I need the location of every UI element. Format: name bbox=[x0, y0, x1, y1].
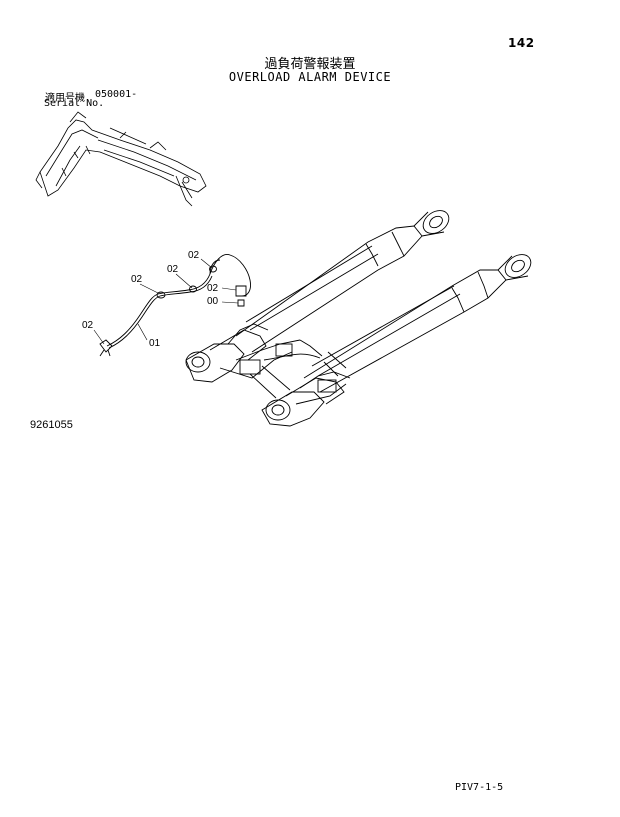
serial-label: Serial No. bbox=[44, 98, 105, 109]
callout-label: 00 bbox=[207, 296, 219, 307]
callout-label: 02 bbox=[188, 250, 200, 261]
machine-thumbnail bbox=[35, 111, 207, 207]
serial-label-japanese: 適用号機 bbox=[45, 93, 85, 104]
serial-number: 050001- bbox=[95, 89, 138, 100]
callout-label: 02 bbox=[131, 274, 143, 285]
callout-label: 02 bbox=[207, 283, 219, 294]
footer-code: PIV7-1-5 bbox=[455, 782, 504, 793]
page-title: OVERLOAD ALARM DEVICE bbox=[228, 70, 392, 84]
callout-label: 02 bbox=[82, 320, 94, 331]
wire-harness bbox=[99, 254, 251, 357]
figure-number: 9261055 bbox=[30, 419, 73, 431]
page-title-japanese: 過負荷警報装置 bbox=[264, 57, 356, 72]
callout-label: 02 bbox=[167, 264, 179, 275]
leader-lines bbox=[93, 258, 239, 345]
page-number: 142 bbox=[508, 36, 535, 50]
boom-cylinders bbox=[185, 210, 532, 427]
callout-label: 01 bbox=[149, 338, 161, 349]
